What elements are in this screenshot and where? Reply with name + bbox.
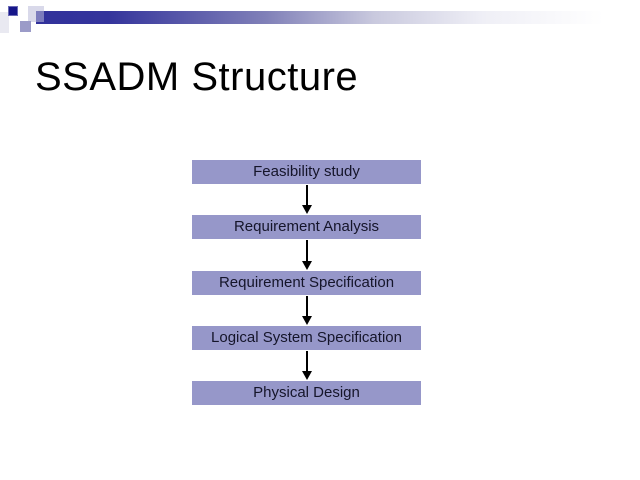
flow-step-feasibility-study: Feasibility study xyxy=(192,160,421,184)
arrow-head xyxy=(302,371,312,380)
decor-square-light-strip xyxy=(0,12,9,33)
arrow-shaft xyxy=(306,351,308,371)
arrow-head xyxy=(302,205,312,214)
flow-step-requirement-specification: Requirement Specification xyxy=(192,271,421,295)
arrow-shaft xyxy=(306,240,308,261)
decor-square-dark-navy xyxy=(8,6,18,16)
down-arrow-icon xyxy=(301,351,313,380)
down-arrow-icon xyxy=(301,296,313,325)
slide-title: SSADM Structure xyxy=(35,55,359,99)
top-gradient-bar xyxy=(36,11,640,24)
flow-step-physical-design: Physical Design xyxy=(192,381,421,405)
down-arrow-icon xyxy=(301,240,313,270)
decor-square-translucent xyxy=(28,6,44,22)
arrow-shaft xyxy=(306,296,308,316)
arrow-shaft xyxy=(306,185,308,205)
down-arrow-icon xyxy=(301,185,313,214)
arrow-head xyxy=(302,316,312,325)
flow-step-logical-system-specification: Logical System Specification xyxy=(192,326,421,350)
arrow-head xyxy=(302,261,312,270)
decor-square-medium-lavender xyxy=(20,21,31,32)
flow-step-requirement-analysis: Requirement Analysis xyxy=(192,215,421,239)
